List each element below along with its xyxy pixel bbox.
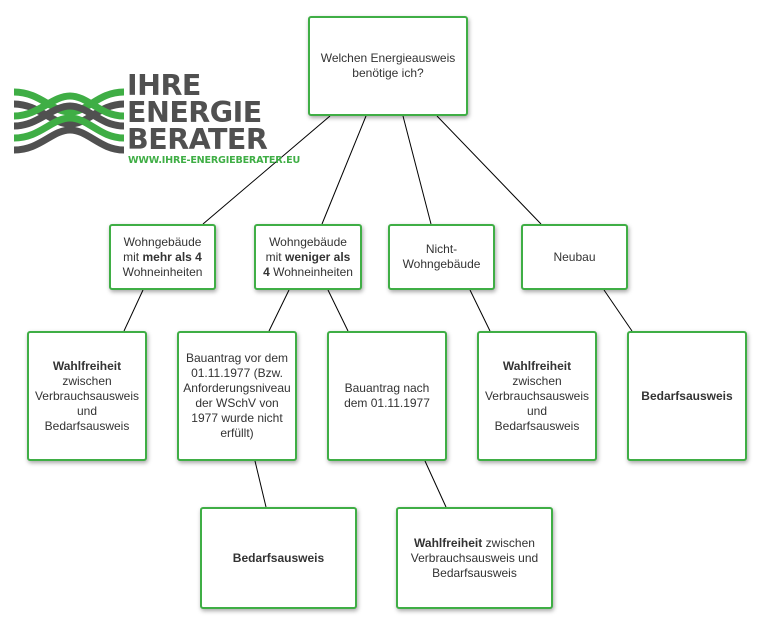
node-b-bold: weniger als 4 (263, 249, 351, 279)
edge-a-a1 (123, 289, 144, 332)
node-a1-post: zwischen Verbrauchsausweis und Bedarfsau… (34, 373, 140, 433)
edge-b1-b1a (254, 460, 267, 508)
logo-wave-graphic (13, 88, 125, 154)
node-a1-bold: Wahlfreiheit (52, 358, 122, 373)
node-b2a-post: zwischen Verbrauchsausweis und Bedarfsau… (410, 535, 539, 580)
node-bauantrag-vor-1977: Bauantrag vor dem 01.11.1977 (Bzw. Anfor… (177, 331, 297, 461)
edge-b2-b2a (424, 460, 447, 508)
logo-line-2: ENERGIE (127, 96, 262, 129)
node-b-text: Wohngebäude mit weniger als 4 Wohneinhei… (262, 235, 354, 280)
node-b2-text: Bauantrag nach dem 01.11.1977 (344, 381, 430, 410)
edge-root-b (321, 115, 367, 225)
node-a-text: Wohngebäude mit mehr als 4 Wohneinheiten (117, 235, 208, 280)
node-b1-text: Bauantrag vor dem 01.11.1977 (Bzw. Anfor… (183, 351, 291, 440)
node-b-pre: Wohngebäude mit (265, 234, 347, 264)
node-b1-bedarfsausweis: Bedarfsausweis (200, 507, 357, 609)
edge-root-a (202, 115, 331, 225)
node-c1-post: zwischen Verbrauchsausweis und Bedarfsau… (484, 373, 590, 433)
node-b-post: Wohneinheiten (269, 264, 353, 279)
logo-url: WWW.IHRE-ENERGIEBERATER.EU (128, 155, 301, 166)
node-c-text: Nicht-Wohngebäude (402, 242, 481, 271)
node-a-post: Wohneinheiten (122, 264, 203, 279)
logo-line-3: BERATER (127, 123, 268, 156)
node-c1-bold: Wahlfreiheit (502, 358, 572, 373)
node-bauantrag-nach-1977: Bauantrag nach dem 01.11.1977 (327, 331, 447, 461)
edge-root-c (402, 115, 432, 225)
edge-root-d (436, 115, 542, 225)
node-d1-bold: Bedarfsausweis (641, 388, 733, 403)
node-b1a-text: Bedarfsausweis (233, 551, 324, 566)
node-neubau: Neubau (521, 224, 628, 290)
node-root-text: Welchen Energieausweis benötige ich? (320, 51, 456, 80)
node-wohngebaeude-mehr-als-4: Wohngebäude mit mehr als 4 Wohneinheiten (109, 224, 216, 290)
node-d1-text: Bedarfsausweis (641, 389, 732, 404)
edge-d-d1 (603, 289, 633, 332)
node-b2a-text: Wahlfreiheit zwischen Verbrauchsausweis … (404, 536, 545, 581)
node-a-bold: mehr als 4 (142, 249, 202, 264)
node-d-bedarfsausweis: Bedarfsausweis (627, 331, 747, 461)
node-nicht-wohngebaeude: Nicht-Wohngebäude (388, 224, 495, 290)
node-d-text: Neubau (553, 249, 596, 264)
logo-line-1: IHRE (127, 69, 201, 102)
edge-b-b2 (327, 289, 349, 332)
node-b1a-bold: Bedarfsausweis (232, 550, 325, 565)
logo-wordmark: IHRE ENERGIE BERATER (127, 69, 268, 156)
node-a-pre: Wohngebäude mit (123, 234, 202, 264)
node-b2-wahlfreiheit: Wahlfreiheit zwischen Verbrauchsausweis … (396, 507, 553, 609)
node-b2a-bold: Wahlfreiheit (414, 535, 483, 550)
node-wohngebaeude-weniger-als-4: Wohngebäude mit weniger als 4 Wohneinhei… (254, 224, 362, 290)
node-root-question: Welchen Energieausweis benötige ich? (308, 16, 468, 116)
edge-b-b1 (268, 289, 290, 332)
edge-c-c1 (469, 289, 491, 332)
